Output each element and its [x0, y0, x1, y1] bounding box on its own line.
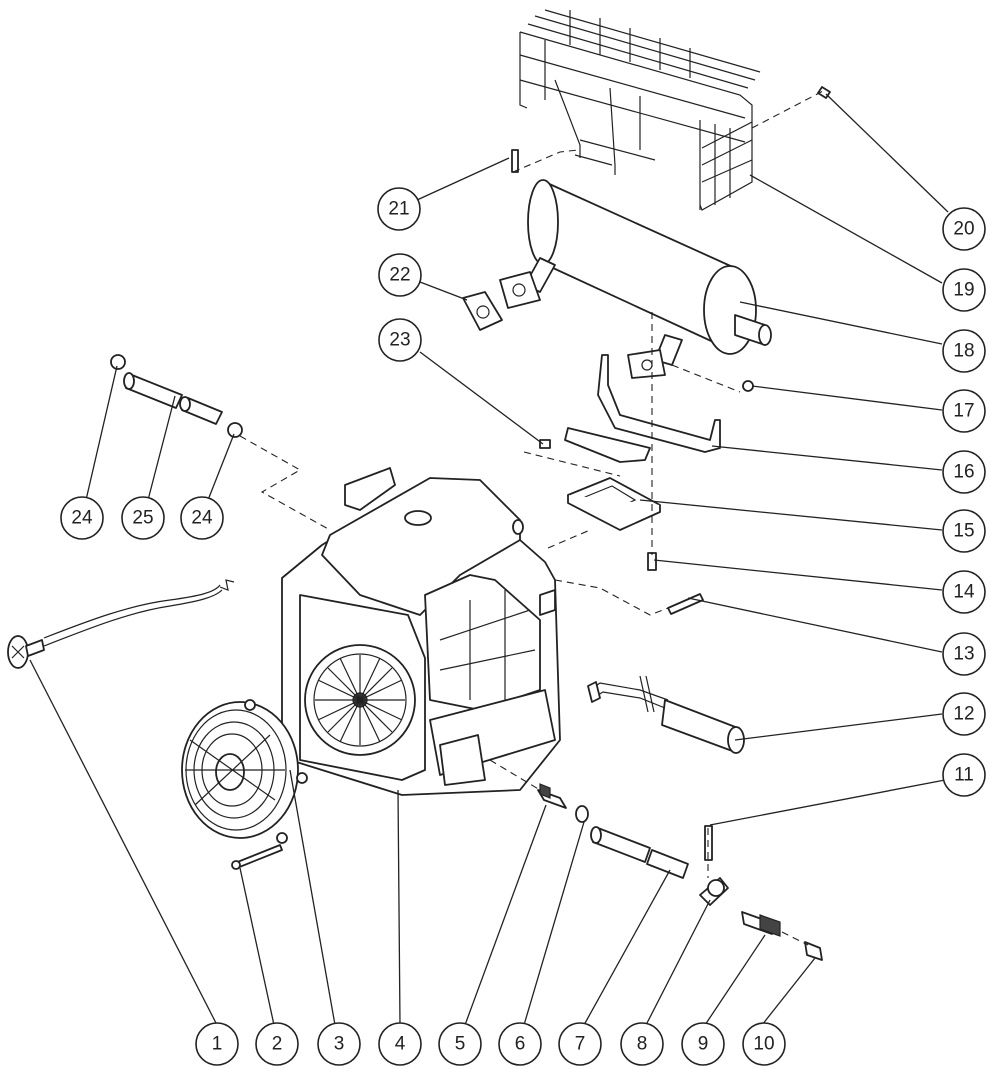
callout-19-label: 19 — [953, 280, 974, 301]
hose-clamp — [575, 805, 589, 823]
callout-12: 12 — [942, 692, 986, 736]
hardware — [511, 86, 831, 615]
callout-3-label: 3 — [334, 1034, 345, 1055]
callout-15: 15 — [942, 509, 986, 553]
callout-21: 21 — [377, 187, 421, 231]
callout-15-label: 15 — [953, 521, 974, 542]
callout-7: 7 — [558, 1022, 602, 1066]
callout-18: 18 — [942, 329, 986, 373]
muffler — [499, 179, 772, 379]
callout-9-label: 9 — [698, 1034, 709, 1055]
muffler-bracket — [564, 354, 721, 463]
spark-plug-wire — [587, 675, 745, 754]
callout-20-label: 20 — [953, 219, 974, 240]
callout-16-label: 16 — [953, 462, 974, 483]
exhaust-guard-cage — [519, 9, 761, 211]
callout-11: 11 — [942, 753, 986, 797]
callout-25: 25 — [121, 496, 165, 540]
fan-guard — [181, 699, 308, 844]
callout-2-label: 2 — [272, 1034, 283, 1055]
callout-8-label: 8 — [637, 1034, 648, 1055]
callout-4-label: 4 — [395, 1034, 406, 1055]
callout-2: 2 — [255, 1022, 299, 1066]
callout-13: 13 — [942, 632, 986, 676]
callout-23-label: 23 — [389, 330, 410, 351]
callout-6-label: 6 — [515, 1034, 526, 1055]
callout-22: 22 — [378, 253, 422, 297]
callout-10-label: 10 — [753, 1034, 774, 1055]
callout-5-label: 5 — [455, 1034, 466, 1055]
callout-5: 5 — [438, 1022, 482, 1066]
callout-10: 10 — [742, 1022, 786, 1066]
mounting-plate — [567, 477, 661, 531]
hose-clip — [699, 825, 729, 906]
control-cable — [7, 579, 235, 669]
callout-18-label: 18 — [953, 341, 974, 362]
screw — [231, 844, 283, 870]
callout-13-label: 13 — [953, 644, 974, 665]
callout-16: 16 — [942, 450, 986, 494]
gasket — [462, 291, 503, 331]
callout-24-left: 24 — [60, 496, 104, 540]
assembly-lines — [239, 89, 826, 946]
callout-1-label: 1 — [212, 1034, 223, 1055]
callout-19: 19 — [942, 268, 986, 312]
callout-3: 3 — [317, 1022, 361, 1066]
hose-barb — [537, 783, 567, 809]
callout-21-label: 21 — [388, 199, 409, 220]
engine — [281, 467, 561, 796]
callout-6: 6 — [498, 1022, 542, 1066]
drain-valve — [741, 911, 823, 961]
drain-hose — [590, 826, 689, 879]
callout-7-label: 7 — [575, 1034, 586, 1055]
callout-11-label: 11 — [954, 765, 974, 786]
leader-lines — [29, 93, 949, 1026]
callout-1: 1 — [195, 1022, 239, 1066]
callout-25-label: 25 — [132, 508, 153, 529]
callout-24-right: 24 — [180, 496, 224, 540]
callout-14: 14 — [942, 570, 986, 614]
callout-12-label: 12 — [953, 704, 974, 725]
callout-24-right-label: 24 — [191, 508, 213, 529]
vent-hose — [110, 354, 243, 438]
callout-23: 23 — [378, 318, 422, 362]
callout-20: 20 — [942, 207, 986, 251]
callout-17: 17 — [942, 389, 986, 433]
callout-22-label: 22 — [389, 265, 410, 286]
callout-8: 8 — [620, 1022, 664, 1066]
callout-4: 4 — [378, 1022, 422, 1066]
callout-14-label: 14 — [953, 582, 975, 603]
callout-17-label: 17 — [953, 401, 974, 422]
callout-24-left-label: 24 — [71, 508, 93, 529]
callout-9: 9 — [681, 1022, 725, 1066]
